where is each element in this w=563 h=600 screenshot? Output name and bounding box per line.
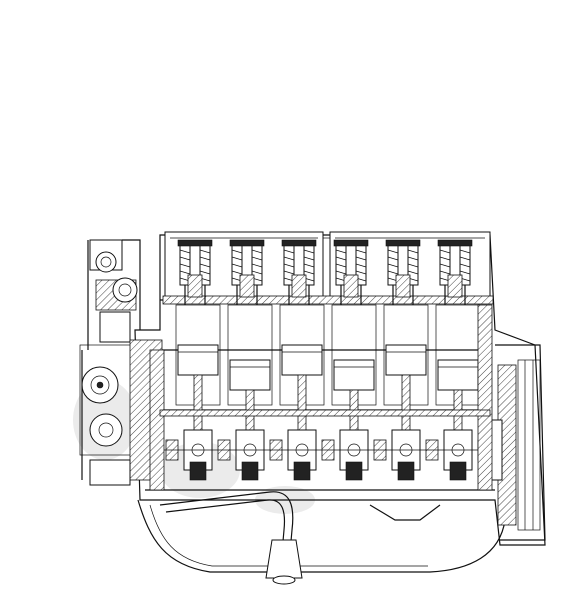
piston (333, 359, 375, 391)
spring-coil (179, 263, 191, 268)
spring-coil (303, 249, 315, 254)
spring-coil (231, 249, 243, 254)
spring-coil (387, 249, 399, 254)
spring-coil (459, 270, 471, 275)
spring-coil (355, 263, 367, 268)
spring-coil (179, 249, 191, 254)
cylinder-bank (175, 304, 481, 440)
counterweight (189, 461, 207, 481)
piston (385, 344, 427, 376)
injector (291, 274, 307, 298)
rocker-arm (333, 239, 369, 247)
injector (395, 274, 411, 298)
spring-coil (179, 256, 191, 261)
injector (343, 274, 359, 298)
block-walls (149, 304, 493, 491)
counterweight (397, 461, 415, 481)
front-accessories (79, 239, 163, 486)
spring-coil (179, 270, 191, 275)
spring-coil (439, 256, 451, 261)
injector (447, 274, 463, 298)
rocker-arm (437, 239, 473, 247)
connecting-rod-body (401, 374, 411, 436)
valve-train (177, 239, 473, 305)
spring-coil (251, 249, 263, 254)
spring-coil (459, 263, 471, 268)
spring-coil (283, 249, 295, 254)
counterweight (241, 461, 259, 481)
spring-coil (407, 256, 419, 261)
rocker-arm (177, 239, 213, 247)
rocker-arm (385, 239, 421, 247)
counterweight (345, 461, 363, 481)
piston (281, 344, 323, 376)
spring-coil (407, 263, 419, 268)
spring-coil (199, 249, 211, 254)
oil-pan (137, 499, 506, 573)
spring-coil (199, 256, 211, 261)
spring-coil (283, 256, 295, 261)
spring-coil (355, 270, 367, 275)
spring-coil (387, 256, 399, 261)
spring-coil (231, 263, 243, 268)
spring-coil (459, 256, 471, 261)
spring-coil (355, 256, 367, 261)
oil-pickup (159, 491, 303, 585)
flywheel-housing (487, 344, 546, 541)
spring-coil (303, 263, 315, 268)
spring-coil (251, 270, 263, 275)
spring-coil (199, 270, 211, 275)
piston (437, 359, 479, 391)
spring-coil (355, 249, 367, 254)
connecting-rod-body (297, 374, 307, 436)
spring-coil (251, 256, 263, 261)
piston (177, 344, 219, 376)
connecting-rod-body (193, 374, 203, 436)
piston (229, 359, 271, 391)
spring-coil (387, 263, 399, 268)
injector (187, 274, 203, 298)
rocker-arm (281, 239, 317, 247)
spring-coil (231, 256, 243, 261)
spring-coil (407, 270, 419, 275)
spring-coil (335, 256, 347, 261)
counterweight (449, 461, 467, 481)
spring-coil (251, 263, 263, 268)
spring-coil (303, 270, 315, 275)
spring-coil (387, 270, 399, 275)
injector (239, 274, 255, 298)
spring-coil (335, 263, 347, 268)
counterweight (293, 461, 311, 481)
spring-coil (439, 249, 451, 254)
spring-coil (283, 270, 295, 275)
spring-coil (439, 270, 451, 275)
rocker-arm (229, 239, 265, 247)
spring-coil (231, 270, 243, 275)
spring-coil (303, 256, 315, 261)
crankshaft (150, 429, 495, 481)
spring-coil (459, 249, 471, 254)
spring-coil (335, 270, 347, 275)
spring-coil (407, 249, 419, 254)
spring-coil (335, 249, 347, 254)
spring-coil (283, 263, 295, 268)
spring-coil (199, 263, 211, 268)
spring-coil (439, 263, 451, 268)
